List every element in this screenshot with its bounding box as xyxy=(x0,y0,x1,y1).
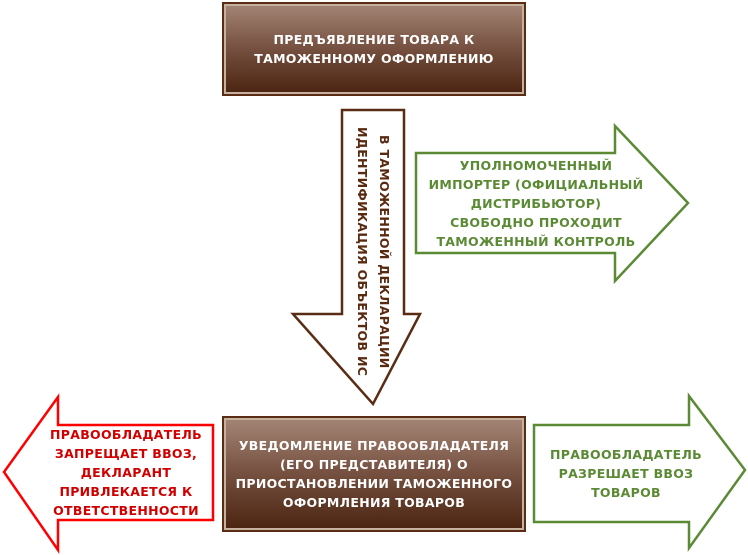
label-line: ДИСТРИБЬЮТОР) xyxy=(470,195,602,211)
down-arrow-label: ИДЕНТИФИКАЦИЯ ОБЪЕКТОВ ИС В ТАМОЖЕННОЙ Д… xyxy=(340,112,406,392)
top-box-line: ПРЕДЪЯВЛЕНИЕ ТОВАРА К xyxy=(273,32,475,47)
top-box: ПРЕДЪЯВЛЕНИЕ ТОВАРА К ТАМОЖЕННОМУ ОФОРМЛ… xyxy=(222,2,526,96)
label-line: ДЕКЛАРАНТ xyxy=(80,465,172,480)
down-arrow-line: В ТАМОЖЕННОЙ ДЕКЛАРАЦИИ xyxy=(377,135,392,369)
label-line: ПРИВЛЕКАЕТСЯ К xyxy=(59,484,193,499)
right-arrow-bottom-shape xyxy=(532,392,747,552)
label-line: РАЗРЕШАЕТ ВВОЗ xyxy=(558,466,694,481)
bottom-box-line: ОФОРМЛЕНИЯ ТОВАРОВ xyxy=(282,495,466,510)
left-arrow-label: ПРАВООБЛАДАТЕЛЬ ЗАПРЕЩАЕТ ВВОЗ, ДЕКЛАРАН… xyxy=(40,425,212,520)
right-arrow-top-label: УПОЛНОМОЧЕННЫЙ ИМПОРТЕР (ОФИЦИАЛЬНЫЙ ДИС… xyxy=(416,153,656,253)
label-line: СВОБОДНО ПРОХОДИТ xyxy=(450,214,622,230)
right-arrow-top-shape xyxy=(414,122,690,285)
bottom-box: УВЕДОМЛЕНИЕ ПРАВООБЛАДАТЕЛЯ (ЕГО ПРЕДСТА… xyxy=(222,416,526,532)
label-line: ПРАВООБЛАДАТЕЛЬ xyxy=(50,427,202,442)
label-line: ИМПОРТЕР (ОФИЦИАЛЬНЫЙ xyxy=(428,176,644,192)
label-line: УПОЛНОМОЧЕННЫЙ xyxy=(459,157,613,173)
left-arrow-shape xyxy=(2,393,215,555)
down-arrow-line: ИДЕНТИФИКАЦИЯ ОБЪЕКТОВ ИС xyxy=(355,127,370,377)
label-line: ТАМОЖЕННЫЙ КОНТРОЛЬ xyxy=(436,233,636,249)
bottom-box-line: ПРИОСТАНОВЛЕНИИ ТАМОЖЕННОГО xyxy=(235,476,513,491)
label-line: ПРАВООБЛАДАТЕЛЬ xyxy=(550,447,702,462)
top-box-line: ТАМОЖЕННОМУ ОФОРМЛЕНИЮ xyxy=(254,51,494,66)
bottom-box-line: (ЕГО ПРЕДСТАВИТЕЛЯ) О xyxy=(280,457,468,472)
label-line: ЗАПРЕЩАЕТ ВВОЗ, xyxy=(54,446,198,461)
label-line: ОТВЕТСТВЕННОСТИ xyxy=(53,503,199,518)
label-line: ТОВАРОВ xyxy=(591,485,661,500)
right-arrow-bottom-label: ПРАВООБЛАДАТЕЛЬ РАЗРЕШАЕТ ВВОЗ ТОВАРОВ xyxy=(536,425,716,522)
bottom-box-line: УВЕДОМЛЕНИЕ ПРАВООБЛАДАТЕЛЯ xyxy=(238,438,510,453)
down-arrow-shape xyxy=(290,108,423,407)
